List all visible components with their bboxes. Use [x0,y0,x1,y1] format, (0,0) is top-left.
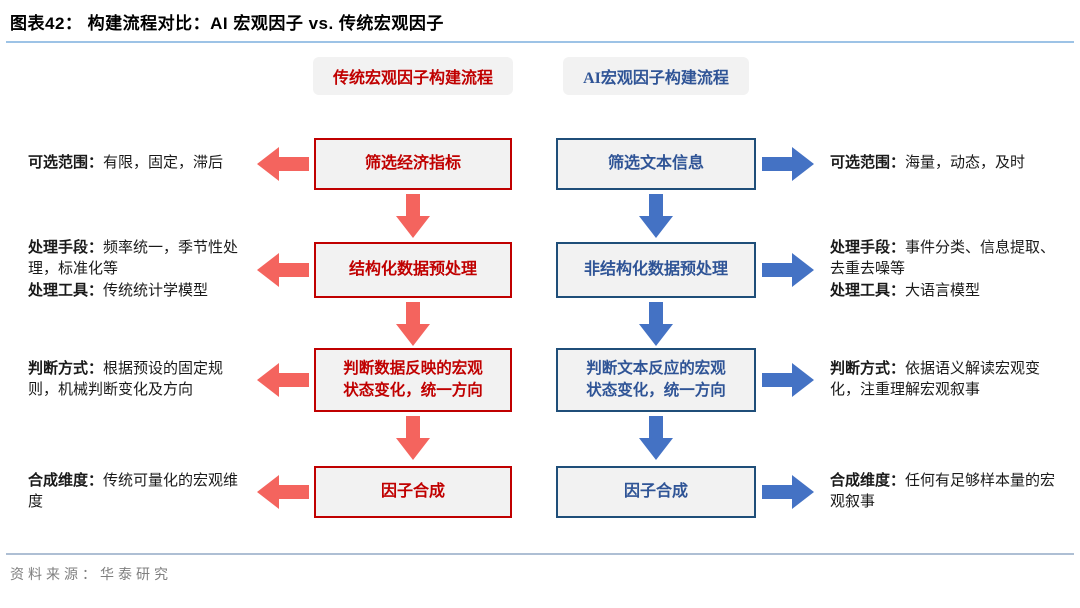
source-note: 资料来源：华泰研究 [10,568,172,583]
header-ai-process: AI宏观因子构建流程 [563,57,749,95]
box-unstructured-preprocessing: 非结构化数据预处理 [556,242,756,298]
figure-page: 图表42： 构建流程对比：AI 宏观因子 vs. 传统宏观因子 传统宏观因子构建… [6,14,1074,583]
note-segment: 可选范围：有限，固定，滞后 [28,155,224,172]
down-arrow-icon [639,194,673,238]
page-title: 图表42： 构建流程对比：AI 宏观因子 vs. 传统宏观因子 [10,14,444,33]
box-select-economic-indicators: 筛选经济指标 [314,138,512,190]
footer-divider [6,553,1074,555]
header-traditional-process: 传统宏观因子构建流程 [313,57,514,95]
box-factor-synthesis-ai: 因子合成 [556,466,756,518]
note-scope-ai: 可选范围：海量，动态，及时 [820,137,1060,191]
left-arrow-icon [257,363,309,397]
note-segment: 处理手段：频率统一，季节性处理，标准化等 [28,240,239,278]
down-arrow-icon [396,194,430,238]
arrow-left-red [252,347,314,413]
arrow-right-blue [756,465,820,519]
right-arrow-icon [762,475,814,509]
note-segment: 处理手段：事件分类、信息提取、去重去噪等 [830,240,1056,278]
arrow-right-blue [756,347,820,413]
down-arrow-icon [639,416,673,460]
note-segment: 合成维度：任何有足够样本量的宏观叙事 [830,472,1056,510]
note-synthesis-traditional: 合成维度：传统可量化的宏观维度 [20,465,252,519]
arrow-down-red [314,299,512,347]
flow-comparison-diagram: 传统宏观因子构建流程 AI宏观因子构建流程 可选范围：有限，固定，滞后 筛选经济… [20,57,1060,519]
arrow-right-blue [756,137,820,191]
arrow-down-blue [556,299,756,347]
box-factor-synthesis-traditional: 因子合成 [314,466,512,518]
box-structured-preprocessing: 结构化数据预处理 [314,242,512,298]
left-arrow-icon [257,475,309,509]
note-synthesis-ai: 合成维度：任何有足够样本量的宏观叙事 [820,465,1060,519]
left-arrow-icon [257,147,309,181]
down-arrow-icon [396,416,430,460]
arrow-left-red [252,241,314,299]
right-arrow-icon [762,253,814,287]
arrow-down-blue [556,191,756,241]
note-judgment-ai: 判断方式：依据语义解读宏观变化，注重理解宏观叙事 [820,347,1060,413]
down-arrow-icon [396,302,430,346]
note-judgment-traditional: 判断方式：根据预设的固定规则，机械判断变化及方向 [20,347,252,413]
box-judge-text-macro-state: 判断文本反应的宏观 状态变化，统一方向 [556,348,756,412]
down-arrow-icon [639,302,673,346]
note-processing-traditional: 处理手段：频率统一，季节性处理，标准化等 处理工具：传统统计学模型 [20,240,252,299]
note-segment: 处理工具：传统统计学模型 [28,282,209,299]
arrow-left-red [252,137,314,191]
box-judge-data-macro-state: 判断数据反映的宏观 状态变化，统一方向 [314,348,512,412]
note-segment: 判断方式：依据语义解读宏观变化，注重理解宏观叙事 [830,360,1041,398]
arrow-right-blue [756,241,820,299]
arrow-left-red [252,465,314,519]
note-scope-traditional: 可选范围：有限，固定，滞后 [20,137,252,191]
right-arrow-icon [762,363,814,397]
note-segment: 合成维度：传统可量化的宏观维度 [28,472,239,510]
note-processing-ai: 处理手段：事件分类、信息提取、去重去噪等 处理工具：大语言模型 [820,240,1060,299]
note-segment: 可选范围：海量，动态，及时 [830,155,1026,172]
arrow-down-red [314,413,512,465]
header-traditional-label: 传统宏观因子构建流程 [333,70,494,87]
arrow-down-red [314,191,512,241]
left-arrow-icon [257,253,309,287]
note-segment: 判断方式：根据预设的固定规则，机械判断变化及方向 [28,360,224,398]
arrow-down-blue [556,413,756,465]
note-segment: 处理工具：大语言模型 [830,282,981,299]
header-ai-label: AI宏观因子构建流程 [583,70,729,87]
title-underline [6,41,1074,43]
right-arrow-icon [762,147,814,181]
box-select-text-info: 筛选文本信息 [556,138,756,190]
